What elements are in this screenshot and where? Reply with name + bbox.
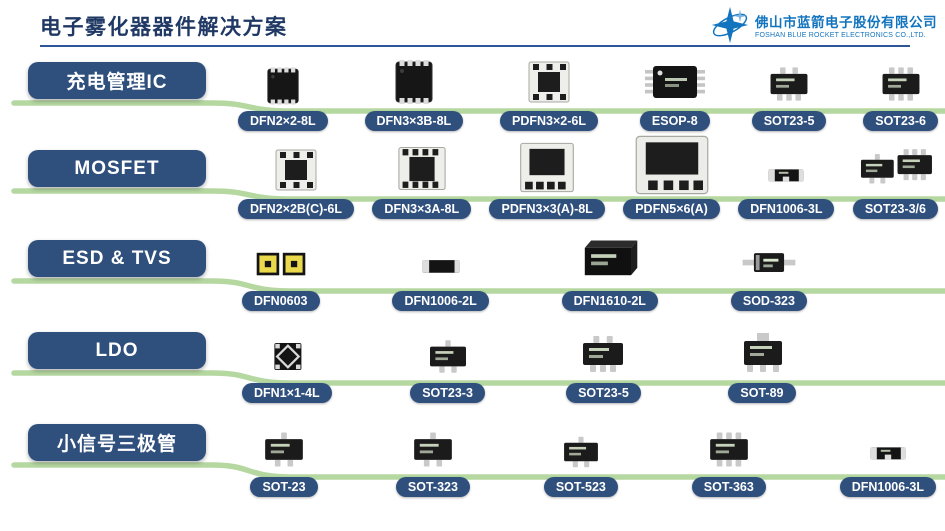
package-label: PDFN3×3(A)-8L	[489, 199, 605, 219]
package-item: DFN1006-3L	[738, 144, 835, 219]
dfn1006-3l-icon	[856, 422, 920, 474]
sot-23-icon	[246, 422, 322, 474]
package-label: SOT-89	[728, 383, 796, 403]
pdfn-5x6-icon	[624, 135, 720, 196]
package-item: SOT23-6	[863, 56, 938, 131]
sot-523-icon	[547, 422, 615, 474]
package-item: DFN1610-2L	[561, 236, 658, 311]
package-item: SOT23-3/6	[852, 144, 938, 219]
package-label: DFN1610-2L	[561, 291, 658, 311]
sot23-5-icon	[563, 328, 643, 380]
dfn-bottom-6l-icon	[256, 144, 336, 196]
package-label: SOT-23	[250, 477, 318, 497]
package-item: SOT23-5	[563, 328, 643, 403]
sot23-pair-icon	[853, 144, 937, 196]
package-item: SOT23-5	[751, 56, 827, 131]
package-item: SOT-363	[691, 422, 767, 497]
package-label: SOT23-3/6	[852, 199, 938, 219]
sot23-3-icon	[412, 328, 484, 380]
dfn0603-icon	[245, 236, 317, 288]
company-name-en: FOSHAN BLUE ROCKET ELECTRONICS CO.,LTD.	[755, 31, 926, 39]
package-item: DFN3×3B-8L	[364, 56, 464, 131]
package-item: SOT-23	[246, 422, 322, 497]
package-item: DFN2×2B(C)-6L	[238, 144, 355, 219]
category-charging-ic: 充电管理IC	[28, 62, 206, 99]
package-item: DFN0603	[242, 236, 320, 311]
company-logo: 佛山市蓝箭电子股份有限公司 FOSHAN BLUE ROCKET ELECTRO…	[710, 5, 937, 50]
category-small-signal-transistor: 小信号三极管	[28, 424, 206, 461]
sot-323-icon	[395, 422, 471, 474]
package-item: DFN1006-3L	[839, 422, 936, 497]
package-item: SOT23-3	[410, 328, 485, 403]
package-label: DFN1006-2L	[392, 291, 489, 311]
title-underline	[40, 45, 910, 47]
package-row-small-signal-transistor: SOT-23 SOT-323 SOT-523 SOT-363 DFN1006-3L	[246, 422, 936, 497]
category-esd-tvs: ESD & TVS	[28, 240, 206, 277]
sot23-6-icon	[864, 56, 938, 108]
category-mosfet: MOSFET	[28, 150, 206, 187]
package-item: DFN3×3A-8L	[372, 144, 472, 219]
pdfn-bottom-6l-icon	[509, 56, 589, 108]
package-label: PDFN5×6(A)	[623, 199, 720, 219]
package-item: DFN1006-2L	[392, 236, 489, 311]
sot-363-icon	[691, 422, 767, 474]
package-row-esd-tvs: DFN0603 DFN1006-2L DFN1610-2L SOD-323	[242, 236, 807, 311]
dfn1006-3l-icon	[754, 144, 818, 196]
package-label: SOT-323	[395, 477, 470, 497]
package-item: DFN1×1-4L	[242, 328, 332, 403]
dfn1610-2l-icon	[568, 236, 652, 288]
package-item: ESOP-8	[635, 56, 715, 131]
package-label: SOT23-5	[566, 383, 641, 403]
package-row-ldo: DFN1×1-4L SOT23-3 SOT23-5 SOT-89	[242, 328, 802, 403]
package-label: ESOP-8	[639, 111, 710, 131]
dfn-castellated-8l-icon	[249, 56, 317, 108]
package-label: DFN3×3B-8L	[364, 111, 464, 131]
package-row-mosfet: DFN2×2B(C)-6L DFN3×3A-8L PDFN3×3(A)-8L PDFN…	[238, 135, 938, 219]
category-ldo: LDO	[28, 332, 206, 369]
sod-323-icon	[731, 236, 807, 288]
dfn1x1-4l-icon	[251, 328, 323, 380]
package-item: DFN2×2-8L	[238, 56, 328, 131]
package-label: DFN2×2B(C)-6L	[238, 199, 355, 219]
package-label: SOT23-6	[863, 111, 938, 131]
package-label: SOT-363	[691, 477, 766, 497]
package-label: DFN3×3A-8L	[372, 199, 472, 219]
blue-rocket-star-icon	[710, 5, 750, 50]
sot-89-icon	[722, 328, 802, 380]
package-label: SOT23-3	[410, 383, 485, 403]
package-item: PDFN5×6(A)	[623, 135, 720, 219]
package-item: SOD-323	[730, 236, 807, 311]
package-item: SOT-323	[395, 422, 471, 497]
dfn-castellated-8l-icon	[374, 56, 454, 108]
package-item: SOT-89	[722, 328, 802, 403]
package-label: DFN0603	[242, 291, 320, 311]
page-title: 电子雾化器器件解决方案	[40, 16, 288, 39]
package-row-charging-ic: DFN2×2-8L DFN3×3B-8L PDFN3×2-6L ESOP-8 SOT23…	[238, 56, 938, 131]
pdfn-bottom-8l-icon	[503, 142, 591, 196]
package-item: PDFN3×3(A)-8L	[489, 142, 605, 219]
package-label: SOT23-5	[751, 111, 827, 131]
package-label: DFN1006-3L	[738, 199, 835, 219]
package-item: PDFN3×2-6L	[500, 56, 598, 131]
dfn-bottom-8l-icon	[380, 144, 464, 196]
package-label: DFN1006-3L	[839, 477, 936, 497]
package-label: PDFN3×2-6L	[500, 111, 598, 131]
dfn1006-2l-icon	[407, 236, 475, 288]
package-label: DFN2×2-8L	[238, 111, 328, 131]
company-name-cn: 佛山市蓝箭电子股份有限公司	[755, 15, 937, 31]
package-label: SOT-523	[543, 477, 618, 497]
sot23-5-icon	[752, 56, 826, 108]
package-item: SOT-523	[543, 422, 618, 497]
package-label: SOD-323	[730, 291, 807, 311]
package-label: DFN1×1-4L	[242, 383, 332, 403]
esop-8-icon	[635, 56, 715, 108]
